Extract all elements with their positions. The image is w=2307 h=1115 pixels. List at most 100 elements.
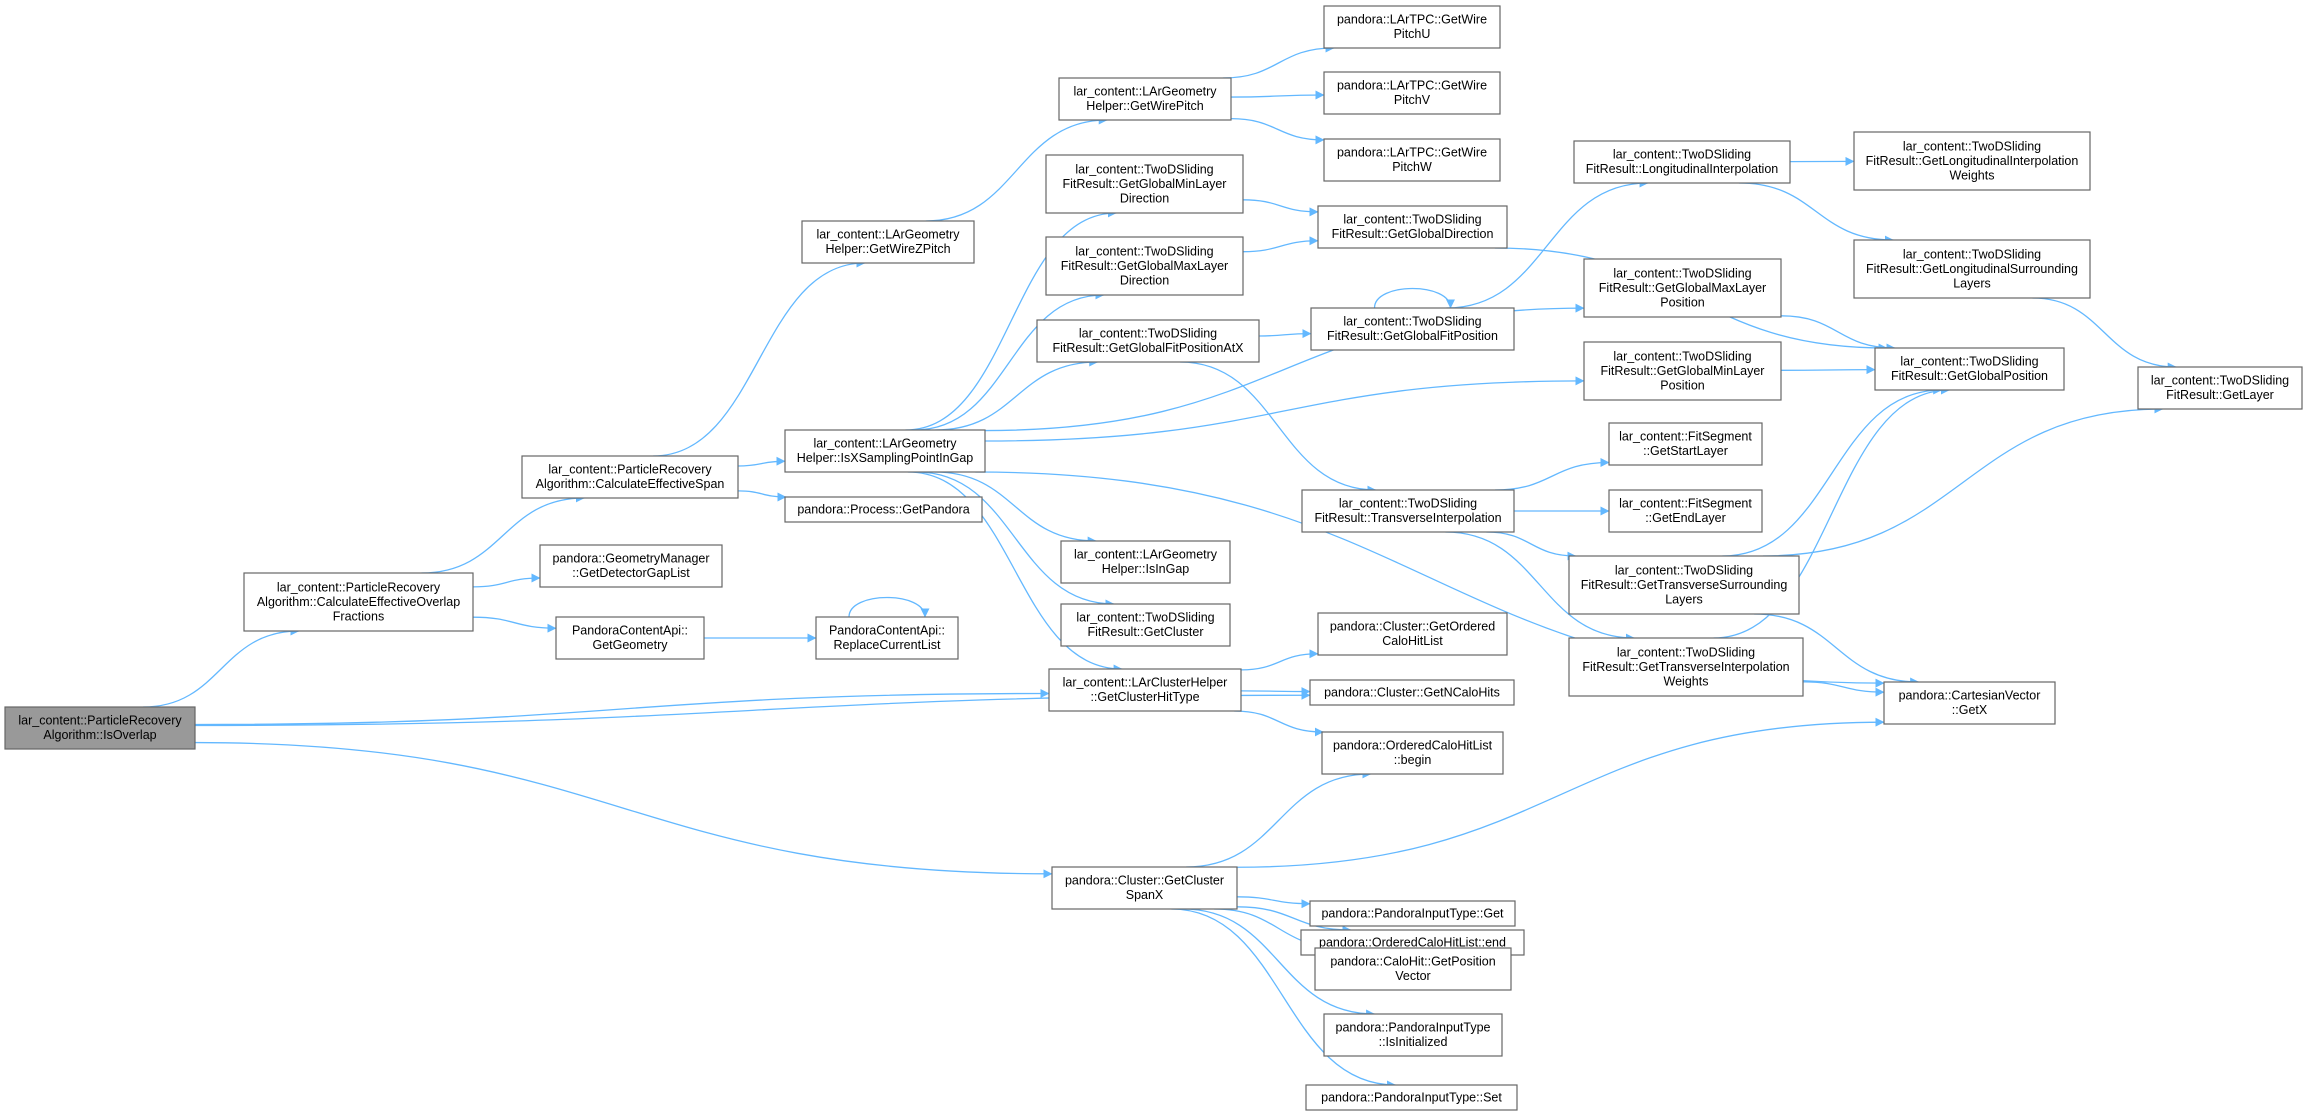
node-box bbox=[1048, 668, 1242, 712]
node-label: ::GetDetectorGapList bbox=[572, 566, 690, 580]
node-label: FitResult::GetGlobalMinLayer bbox=[1063, 177, 1227, 191]
edge-isXSampling-to-gMinLayerPos bbox=[984, 376, 1585, 442]
node-label: pandora::LArTPC::GetWire bbox=[1337, 146, 1487, 160]
edges-layer bbox=[143, 43, 2177, 1090]
edge-gMaxLayerDir-to-gDirection bbox=[1242, 236, 1319, 253]
node-gPosition[interactable]: lar_content::TwoDSlidingFitResult::GetGl… bbox=[1874, 347, 2065, 391]
node-calcOverlap[interactable]: lar_content::ParticleRecoveryAlgorithm::… bbox=[243, 572, 474, 632]
node-getPandora[interactable]: pandora::Process::GetPandora bbox=[784, 496, 983, 523]
node-label: FitResult::GetGlobalFitPosition bbox=[1327, 329, 1498, 343]
node-box bbox=[1305, 1084, 1518, 1111]
edge-isXSampling-to-isInGap bbox=[934, 471, 1097, 546]
node-label: SpanX bbox=[1126, 888, 1164, 902]
node-cartGetX[interactable]: pandora::CartesianVector::GetX bbox=[1883, 681, 2056, 725]
node-longInterp[interactable]: lar_content::TwoDSlidingFitResult::Longi… bbox=[1573, 140, 1791, 184]
node-label: lar_content::TwoDSliding bbox=[2151, 374, 2289, 388]
node-isXSampling[interactable]: lar_content::LArGeometryHelper::IsXSampl… bbox=[784, 429, 986, 473]
node-label: lar_content::TwoDSliding bbox=[1613, 266, 1751, 280]
edge-isOverlap-to-clusterSpanX bbox=[194, 741, 1053, 879]
node-longSurround[interactable]: lar_content::TwoDSlidingFitResult::GetLo… bbox=[1853, 239, 2091, 299]
node-gMinLayerDir[interactable]: lar_content::TwoDSlidingFitResult::GetGl… bbox=[1045, 154, 1244, 214]
node-endLayer[interactable]: lar_content::FitSegment::GetEndLayer bbox=[1608, 489, 1763, 533]
node-getWireZPitch[interactable]: lar_content::LArGeometryHelper::GetWireZ… bbox=[801, 220, 975, 264]
node-transWeights[interactable]: lar_content::TwoDSlidingFitResult::GetTr… bbox=[1568, 637, 1804, 697]
node-box bbox=[784, 496, 983, 523]
node-label: FitResult::GetTransverseInterpolation bbox=[1582, 660, 1789, 674]
node-begin[interactable]: pandora::OrderedCaloHitList::begin bbox=[1321, 731, 1504, 775]
node-gDirection[interactable]: lar_content::TwoDSlidingFitResult::GetGl… bbox=[1317, 205, 1508, 249]
node-label: lar_content::FitSegment bbox=[1619, 497, 1752, 511]
node-box bbox=[1317, 205, 1508, 249]
node-clusterHitType[interactable]: lar_content::LArClusterHelper::GetCluste… bbox=[1048, 668, 1242, 712]
node-label: lar_content::LArClusterHelper bbox=[1063, 676, 1228, 690]
node-label: Helper::IsInGap bbox=[1102, 562, 1190, 576]
edge-gFitPosition-to-gFitPosition bbox=[1373, 287, 1455, 309]
edge-clusterSpanX-to-inputGet bbox=[1236, 896, 1311, 909]
node-gMaxLayerDir[interactable]: lar_content::TwoDSlidingFitResult::GetGl… bbox=[1045, 236, 1244, 296]
node-inputSet[interactable]: pandora::PandoraInputType::Set bbox=[1305, 1084, 1518, 1111]
node-getGeometry[interactable]: PandoraContentApi::GetGeometry bbox=[555, 616, 705, 660]
node-label: pandora::PandoraInputType::Get bbox=[1321, 906, 1504, 920]
node-label: FitResult::GetCluster bbox=[1087, 625, 1203, 639]
node-label: Weights bbox=[1950, 168, 1995, 182]
node-box bbox=[1853, 131, 2091, 191]
edge-clusterHitType-to-begin bbox=[1234, 710, 1324, 737]
node-label: lar_content::FitSegment bbox=[1619, 430, 1752, 444]
node-gMinLayerPos[interactable]: lar_content::TwoDSlidingFitResult::GetGl… bbox=[1583, 341, 1782, 401]
node-gFitPosition[interactable]: lar_content::TwoDSlidingFitResult::GetGl… bbox=[1310, 307, 1515, 351]
node-isOverlap[interactable]: lar_content::ParticleRecoveryAlgorithm::… bbox=[4, 706, 196, 750]
edge-longSurround-to-getLayer bbox=[2032, 297, 2177, 372]
node-label: lar_content::TwoDSliding bbox=[1900, 355, 2038, 369]
node-getDetGap[interactable]: pandora::GeometryManager::GetDetectorGap… bbox=[539, 544, 723, 588]
node-transSurround[interactable]: lar_content::TwoDSlidingFitResult::GetTr… bbox=[1568, 555, 1800, 615]
edge-calcSpan-to-isXSampling bbox=[737, 456, 786, 467]
node-label: FitResult::LongitudinalInterpolation bbox=[1586, 162, 1779, 176]
edge-getWireZPitch-to-getWirePitch bbox=[925, 115, 1108, 222]
node-gMaxLayerPos[interactable]: lar_content::TwoDSlidingFitResult::GetGl… bbox=[1583, 258, 1782, 318]
node-getNCaloHits[interactable]: pandora::Cluster::GetNCaloHits bbox=[1309, 679, 1515, 706]
node-label: lar_content::TwoDSliding bbox=[1075, 162, 1213, 176]
node-label: FitResult::GetGlobalMinLayer bbox=[1601, 364, 1765, 378]
node-label: pandora::Cluster::GetNCaloHits bbox=[1324, 685, 1500, 699]
node-getClusterFit[interactable]: lar_content::TwoDSlidingFitResult::GetCl… bbox=[1060, 603, 1231, 647]
edge-clusterHitType-to-getNCaloHits bbox=[1240, 687, 1311, 697]
node-isInitialized[interactable]: pandora::PandoraInputType::IsInitialized bbox=[1323, 1013, 1503, 1057]
node-longWeights[interactable]: lar_content::TwoDSlidingFitResult::GetLo… bbox=[1853, 131, 2091, 191]
node-getLayer[interactable]: lar_content::TwoDSlidingFitResult::GetLa… bbox=[2137, 366, 2303, 410]
node-label: FitResult::GetGlobalMaxLayer bbox=[1599, 281, 1766, 295]
node-label: lar_content::TwoDSliding bbox=[1615, 563, 1753, 577]
edge-calcOverlap-to-calcSpan bbox=[421, 493, 585, 574]
node-label: ::GetEndLayer bbox=[1645, 511, 1726, 525]
node-transInterp[interactable]: lar_content::TwoDSlidingFitResult::Trans… bbox=[1301, 489, 1515, 533]
node-label: lar_content::ParticleRecovery bbox=[277, 580, 441, 594]
node-box bbox=[1853, 239, 2091, 299]
node-box bbox=[1323, 5, 1501, 49]
node-getWirePitch[interactable]: lar_content::LArGeometryHelper::GetWireP… bbox=[1058, 77, 1232, 121]
node-box bbox=[1309, 900, 1516, 927]
node-label: lar_content::TwoDSliding bbox=[1339, 497, 1477, 511]
node-calcSpan[interactable]: lar_content::ParticleRecoveryAlgorithm::… bbox=[521, 455, 739, 499]
node-label: lar_content::TwoDSliding bbox=[1076, 611, 1214, 625]
node-label: lar_content::TwoDSliding bbox=[1903, 247, 2041, 261]
edge-gFitPosAtX-to-transInterp bbox=[1180, 361, 1377, 495]
node-label: lar_content::TwoDSliding bbox=[1613, 349, 1751, 363]
node-label: Weights bbox=[1664, 674, 1709, 688]
node-box bbox=[1321, 731, 1504, 775]
node-startLayer[interactable]: lar_content::FitSegment::GetStartLayer bbox=[1608, 422, 1763, 466]
node-label: Position bbox=[1660, 378, 1705, 392]
node-box bbox=[2137, 366, 2303, 410]
node-inputGet[interactable]: pandora::PandoraInputType::Get bbox=[1309, 900, 1516, 927]
node-replaceList[interactable]: PandoraContentApi::ReplaceCurrentList bbox=[815, 616, 959, 660]
edge-clusterSpanX-to-inputSet bbox=[1171, 908, 1397, 1090]
node-label: Direction bbox=[1120, 273, 1169, 287]
node-label: ::IsInitialized bbox=[1379, 1035, 1448, 1049]
node-gFitPosAtX[interactable]: lar_content::TwoDSlidingFitResult::GetGl… bbox=[1036, 319, 1260, 363]
node-box bbox=[1568, 637, 1804, 697]
